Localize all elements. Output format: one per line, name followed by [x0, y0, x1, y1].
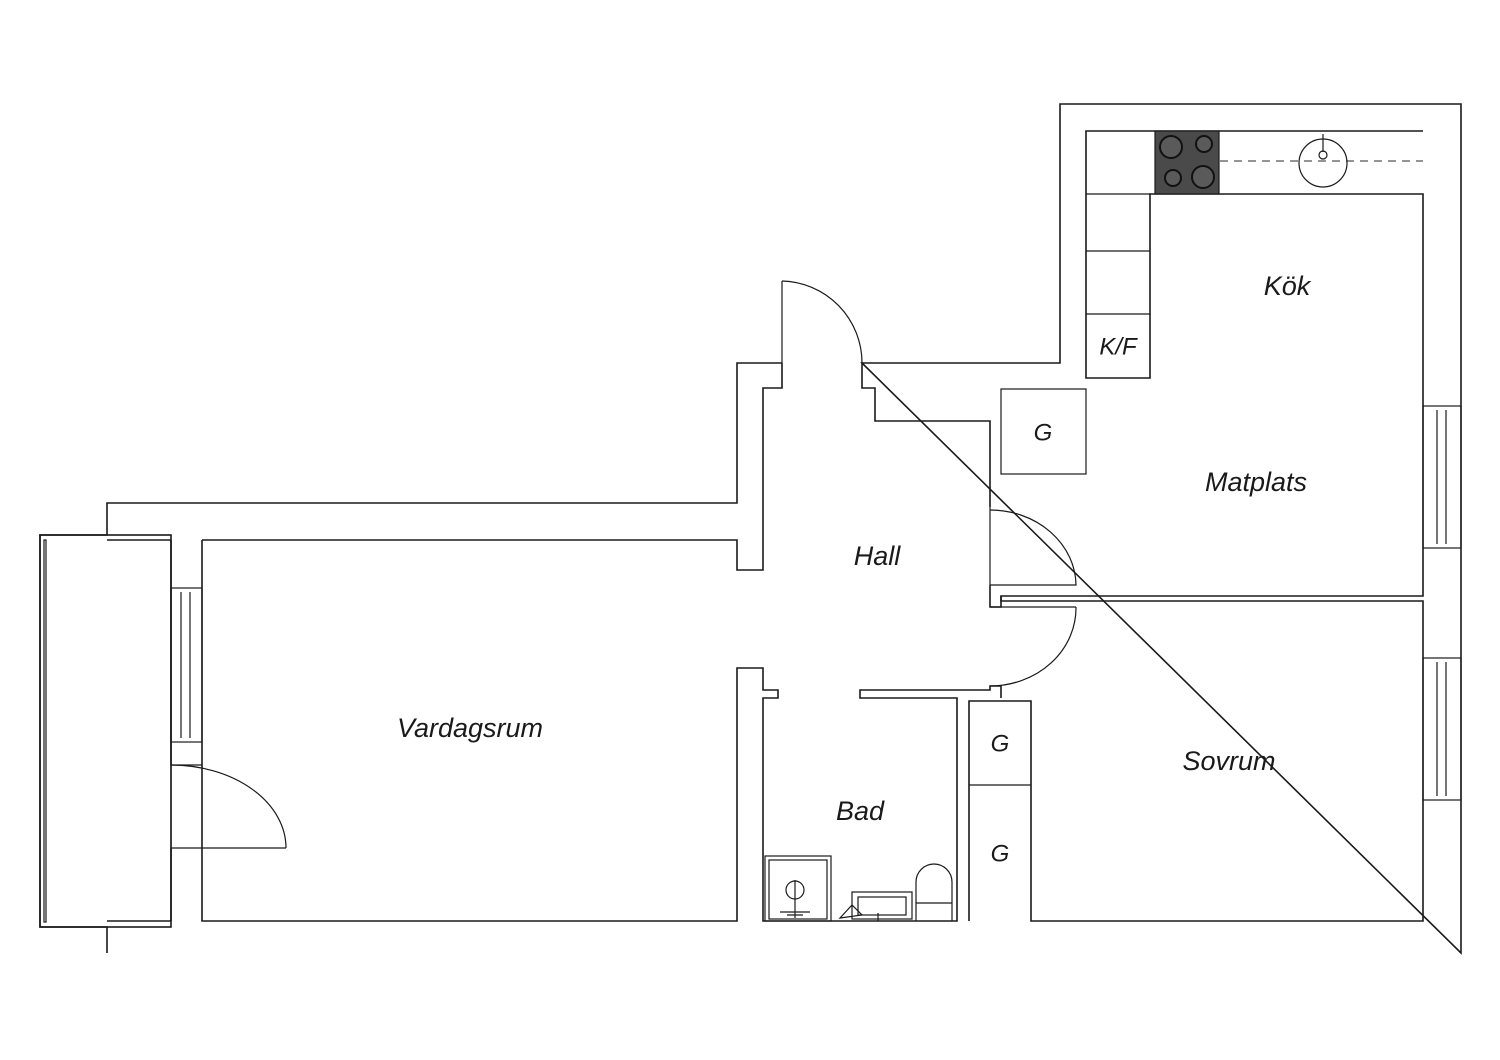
window-dining — [1422, 405, 1462, 549]
label-wardrobe-bedroom-lower: G — [991, 840, 1010, 867]
bedroom-door — [989, 606, 1077, 687]
window-living — [170, 587, 203, 743]
washbasin-icon — [838, 891, 913, 921]
label-bedroom: Sovrum — [1182, 746, 1275, 776]
balcony-door — [170, 764, 287, 849]
label-wardrobe-bedroom-upper: G — [991, 730, 1010, 757]
exterior-walls — [39, 103, 1462, 955]
kitchen-door — [989, 507, 1077, 586]
toilet-icon — [915, 863, 953, 921]
label-hall: Hall — [854, 541, 902, 571]
window-bedroom — [1422, 657, 1462, 801]
balcony — [39, 534, 172, 928]
entrance-door — [781, 280, 863, 364]
label-living-room: Vardagsrum — [397, 713, 543, 743]
sink-icon — [1298, 134, 1348, 188]
stove-icon — [1154, 130, 1220, 195]
label-wardrobe-hall: G — [1034, 419, 1053, 446]
label-bathroom: Bad — [836, 796, 885, 826]
label-fridge-freezer: K/F — [1099, 333, 1138, 360]
label-dining: Matplats — [1205, 467, 1307, 497]
label-kitchen: Kök — [1264, 271, 1312, 301]
kitchen-counter — [1086, 160, 1423, 315]
wardrobe-hall — [1000, 388, 1087, 475]
shower-icon — [764, 855, 832, 922]
